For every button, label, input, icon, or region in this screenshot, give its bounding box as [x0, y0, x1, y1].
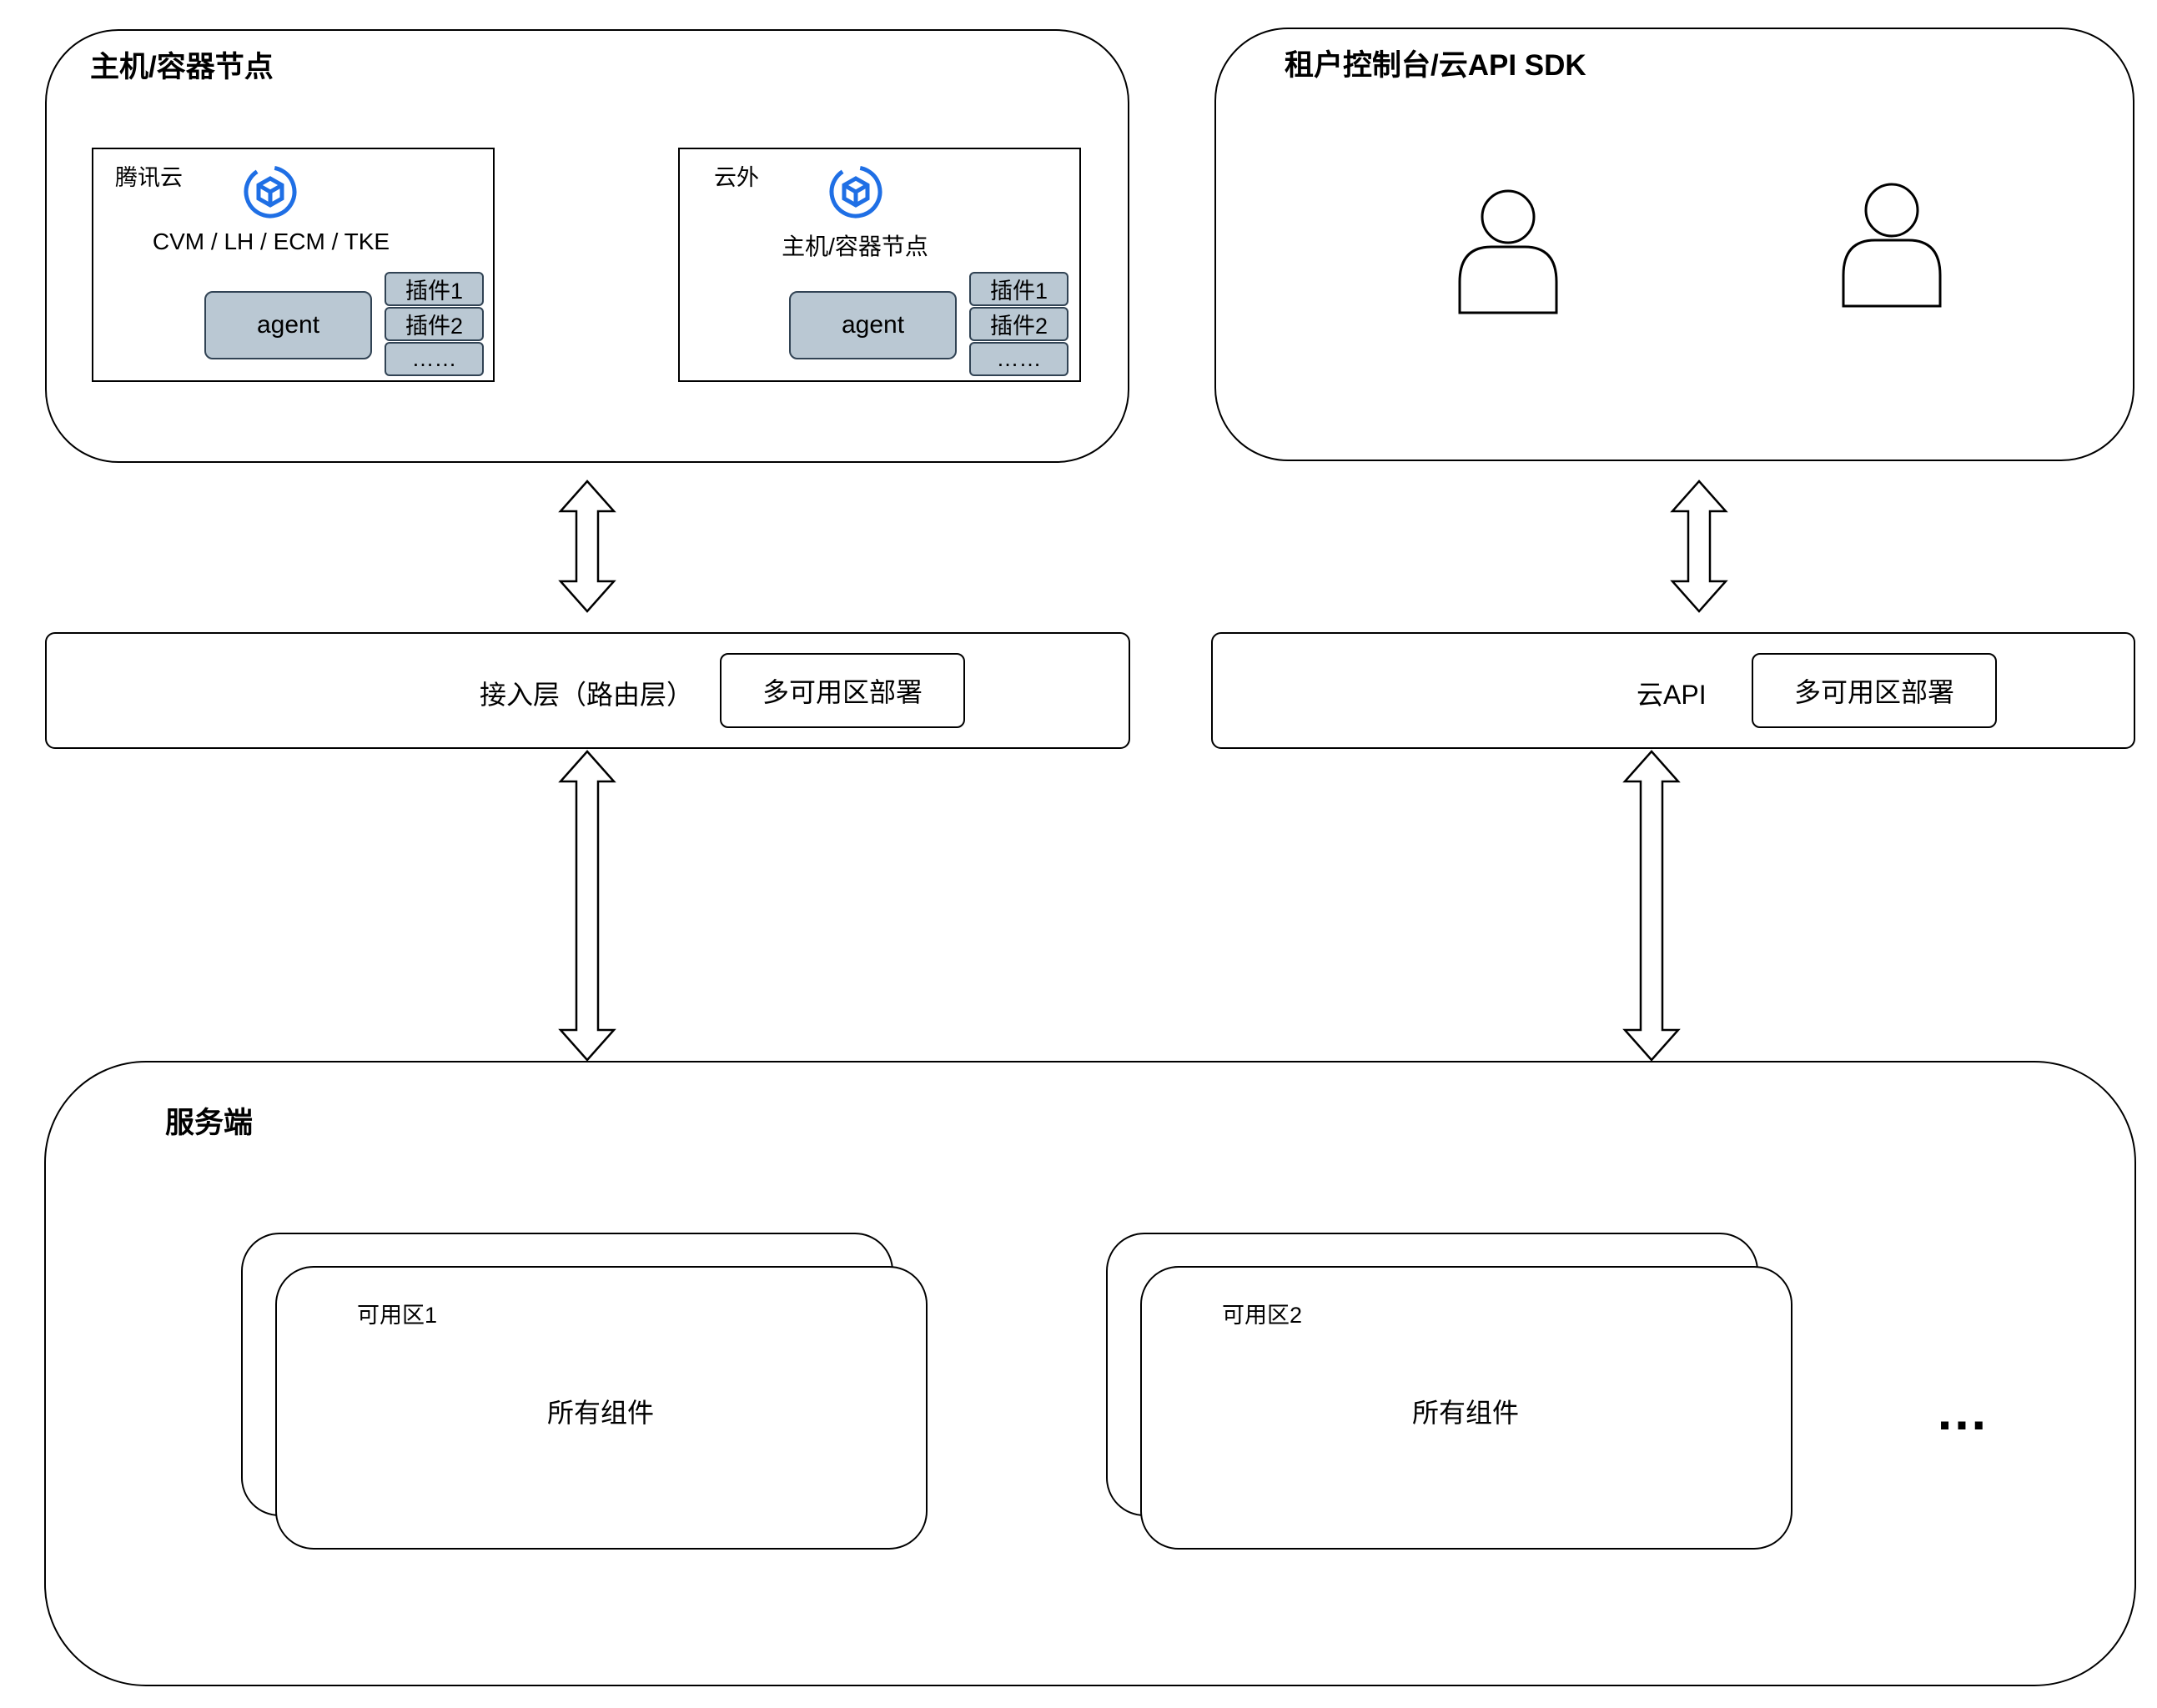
external-cloud-subtitle: 主机/容器节点 [782, 234, 928, 259]
cube-cycle-icon [829, 165, 882, 219]
more-zones-ellipsis: … [1935, 1381, 1989, 1441]
plugin-1: 插件1 [969, 272, 1068, 306]
access-layer-bar [45, 632, 1130, 749]
user-icon [1458, 189, 1558, 314]
bidirectional-arrow [1670, 480, 1728, 613]
agent-box: agent [204, 291, 372, 359]
tenant-panel [1214, 28, 2134, 461]
server-panel-title: 服务端 [165, 1107, 254, 1139]
zone-2-card [1140, 1266, 1792, 1550]
bidirectional-arrow [1622, 750, 1681, 1062]
access-layer-label: 接入层（路由层） [480, 680, 694, 710]
zone-1-card [275, 1266, 928, 1550]
plugin-more: …… [969, 342, 1068, 376]
plugin-1: 插件1 [385, 272, 484, 306]
agent-box: agent [789, 291, 957, 359]
zone-1-label: 可用区1 [357, 1303, 438, 1328]
host-panel-title: 主机/容器节点 [90, 51, 274, 83]
plugin-2: 插件2 [969, 307, 1068, 341]
tencent-cloud-label: 腾讯云 [115, 165, 183, 190]
cube-cycle-icon [244, 165, 297, 219]
tenant-panel-title: 租户控制台/云API SDK [1285, 49, 1586, 82]
external-cloud-label: 云外 [714, 165, 759, 190]
cloud-api-label: 云API [1637, 680, 1707, 710]
tencent-cloud-products: CVM / LH / ECM / TKE [152, 229, 390, 254]
zone-1-content: 所有组件 [546, 1398, 654, 1428]
plugin-more: …… [385, 342, 484, 376]
multi-az-deploy-badge: 多可用区部署 [1752, 653, 1997, 728]
bidirectional-arrow [558, 750, 616, 1062]
plugin-2: 插件2 [385, 307, 484, 341]
zone-2-content: 所有组件 [1411, 1398, 1519, 1428]
zone-2-label: 可用区2 [1222, 1303, 1303, 1328]
user-icon [1842, 183, 1942, 308]
multi-az-deploy-badge: 多可用区部署 [720, 653, 965, 728]
bidirectional-arrow [558, 480, 616, 613]
